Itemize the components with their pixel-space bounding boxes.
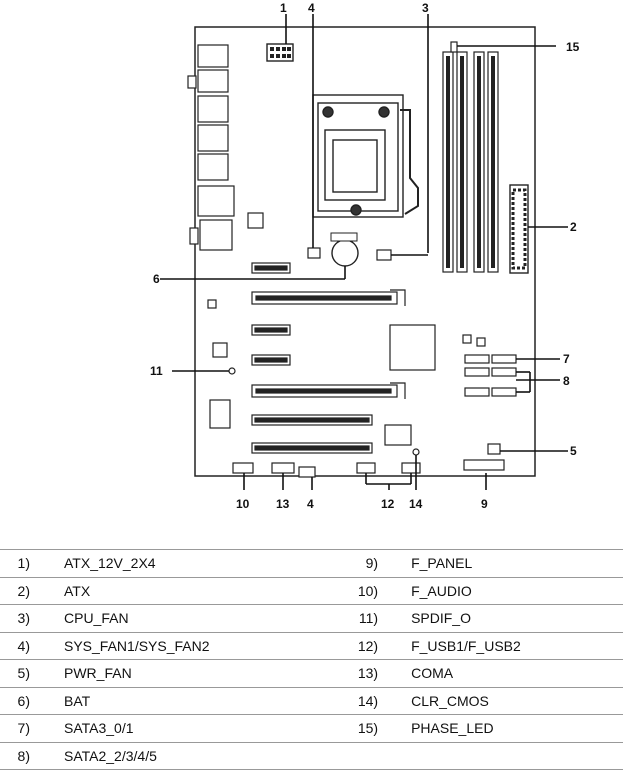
legend-label: PWR_FAN xyxy=(30,659,339,687)
legend-row: 7) SATA3_0/1 15) PHASE_LED xyxy=(0,714,623,742)
legend-num: 4) xyxy=(0,631,30,660)
legend-num: 6) xyxy=(0,686,30,715)
callout-14: 14 xyxy=(409,497,423,511)
callout-2: 2 xyxy=(570,220,577,234)
callout-leaders xyxy=(160,14,568,490)
cpu-socket xyxy=(312,94,419,218)
legend-label: SATA3_0/1 xyxy=(30,714,339,742)
legend-label: SATA2_2/3/4/5 xyxy=(30,741,339,770)
legend-label: SPDIF_O xyxy=(378,604,623,632)
legend-table: 1) ATX_12V_2X4 9) F_PANEL 2) ATX 10) F_A… xyxy=(0,549,623,770)
phase-led xyxy=(450,41,458,53)
legend-num: 9) xyxy=(338,549,379,577)
legend-label: F_AUDIO xyxy=(378,576,623,605)
callout-10: 10 xyxy=(236,497,250,511)
sata-connectors xyxy=(464,354,517,397)
legend-num: 11) xyxy=(338,604,379,632)
callout-3: 3 xyxy=(422,1,429,15)
legend-row: 6) BAT 14) CLR_CMOS xyxy=(0,686,623,715)
motherboard-layout-diagram: 1 2 3 4 4 5 6 7 8 9 10 11 12 13 14 15 xyxy=(150,1,580,511)
callout-1: 1 xyxy=(280,1,287,15)
callout-7: 7 xyxy=(563,352,570,366)
legend-num: 5) xyxy=(0,659,30,687)
legend-num: 10) xyxy=(338,576,379,605)
callout-12: 12 xyxy=(381,497,395,511)
legend-label: CLR_CMOS xyxy=(378,686,623,715)
legend-num: 7) xyxy=(0,714,30,742)
legend-row: 5) PWR_FAN 13) COMA xyxy=(0,659,623,687)
callout-8: 8 xyxy=(563,374,570,388)
callout-5: 5 xyxy=(570,444,577,458)
expansion-slots xyxy=(251,262,406,454)
callout-4-bottom: 4 xyxy=(307,497,314,511)
legend-label: SYS_FAN1/SYS_FAN2 xyxy=(30,631,339,660)
legend-label xyxy=(378,741,623,770)
callout-4-top: 4 xyxy=(308,1,315,15)
legend-label: F_PANEL xyxy=(378,549,623,577)
callout-13: 13 xyxy=(276,497,290,511)
callout-15: 15 xyxy=(566,40,580,54)
legend-row: 2) ATX 10) F_AUDIO xyxy=(0,576,623,605)
legend-label: CPU_FAN xyxy=(30,604,339,632)
legend-row: 1) ATX_12V_2X4 9) F_PANEL xyxy=(0,549,623,577)
legend-num: 3) xyxy=(0,604,30,632)
legend-label: ATX xyxy=(30,576,339,605)
legend-num: 15) xyxy=(338,714,379,742)
legend-num: 8) xyxy=(0,741,30,770)
legend-row: 8) SATA2_2/3/4/5 xyxy=(0,741,623,770)
legend-label: BAT xyxy=(30,686,339,715)
legend-label: PHASE_LED xyxy=(378,714,623,742)
legend-row: 3) CPU_FAN 11) SPDIF_O xyxy=(0,604,623,632)
legend-row: 4) SYS_FAN1/SYS_FAN2 12) F_USB1/F_USB2 xyxy=(0,631,623,660)
onboard-chips xyxy=(207,212,486,446)
legend-num: 13) xyxy=(338,659,379,687)
callout-9: 9 xyxy=(481,497,488,511)
legend-num: 14) xyxy=(338,686,379,715)
atx-12v-connector xyxy=(266,43,294,62)
battery xyxy=(330,232,359,267)
legend-num xyxy=(338,741,379,770)
dimm-slots xyxy=(442,51,499,273)
legend-num: 12) xyxy=(338,631,379,660)
legend-label: F_USB1/F_USB2 xyxy=(378,631,623,660)
callout-6: 6 xyxy=(153,272,160,286)
legend-num: 1) xyxy=(0,549,30,577)
callout-11: 11 xyxy=(150,364,163,378)
atx-power-connector xyxy=(509,184,529,274)
legend-label: COMA xyxy=(378,659,623,687)
rear-io-ports xyxy=(187,44,235,251)
legend-num: 2) xyxy=(0,576,30,605)
legend-label: ATX_12V_2X4 xyxy=(30,549,339,577)
